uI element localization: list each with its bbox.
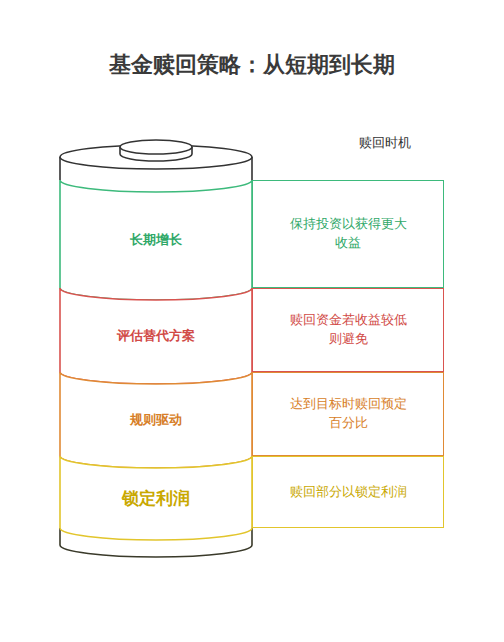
box-text: 达到目标时赎回预定百分比 <box>287 395 409 433</box>
cylinder-band: 评估替代方案 <box>60 288 252 384</box>
box-text: 赎回资金若收益较低则避免 <box>287 311 409 349</box>
band-title: 规则驱动 <box>130 411 182 429</box>
band-title: 长期增长 <box>130 231 182 249</box>
band-title: 评估替代方案 <box>117 327 195 345</box>
strategy-box: 赎回部分以锁定利润 <box>252 456 444 528</box>
band-title: 锁定利润 <box>122 487 190 510</box>
diagram-title: 基金赎回策略：从短期到长期 <box>0 50 504 80</box>
strategy-box: 赎回资金若收益较低则避免 <box>252 288 444 372</box>
band-shape <box>60 288 252 384</box>
cylinder-band: 规则驱动 <box>60 372 252 468</box>
strategy-box: 达到目标时赎回预定百分比 <box>252 372 444 456</box>
band-shape <box>60 456 252 540</box>
box-text: 赎回部分以锁定利润 <box>290 483 407 502</box>
cylinder-band: 长期增长 <box>60 180 252 300</box>
band-shape <box>60 372 252 468</box>
cylinder-band: 锁定利润 <box>60 456 252 540</box>
band-shape <box>60 180 252 300</box>
column-heading: 赎回时机 <box>340 134 430 152</box>
box-text: 保持投资以获得更大收益 <box>287 215 409 253</box>
cylinder-nub-top <box>120 140 192 154</box>
strategy-box: 保持投资以获得更大收益 <box>252 180 444 288</box>
